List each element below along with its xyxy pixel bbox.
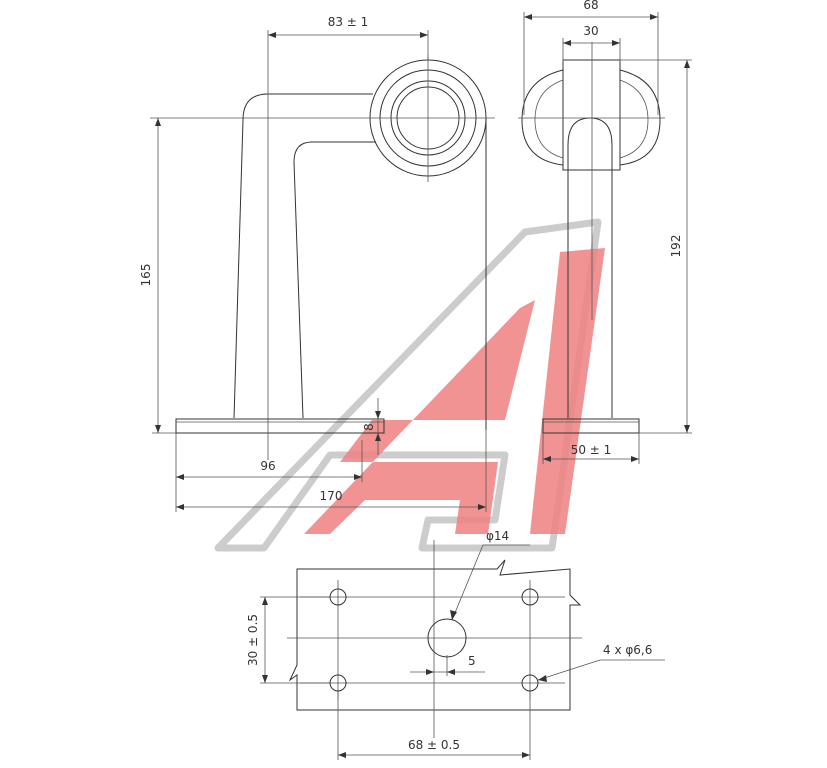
dim-5-label: 5	[468, 654, 476, 668]
base-plate-front	[175, 418, 385, 434]
side-view-dimensions: 68 30 192 50 ± 1	[523, 0, 692, 464]
mounting-hole-top-right	[521, 588, 539, 606]
base-plate-side	[542, 418, 640, 434]
dim-170-label: 170	[320, 489, 343, 503]
lamp-dome-side	[521, 69, 661, 166]
dim-68-label: 68	[583, 0, 598, 12]
dim-4xphi66-label: 4 x φ6,6	[603, 643, 652, 657]
lamp-dome-inner	[534, 79, 649, 159]
dim-phi14-label: φ14	[486, 529, 509, 543]
leader-phi14	[451, 544, 484, 621]
mounting-plate-outline	[288, 559, 582, 711]
stem-side-top	[567, 117, 613, 146]
front-view-dimensions: 83 ± 1 165 8 96 170	[139, 15, 487, 512]
dim-96-label: 96	[260, 459, 275, 473]
bracket-arm-inner	[293, 141, 376, 419]
dim-30-label: 30	[583, 24, 598, 38]
dim-192-label: 192	[669, 235, 683, 258]
lamp-housing-side	[562, 59, 621, 171]
watermark-a-outline	[214, 218, 602, 552]
dim-83-label: 83 ± 1	[328, 15, 369, 29]
mounting-plate-dimensions: φ14 5 4 x φ6,6 30 ± 0.5 68 ± 0.5	[246, 529, 665, 760]
bracket-arm-outer	[233, 93, 373, 419]
letter-a-logo-watermark: A	[214, 218, 605, 552]
dim-30-plate-label: 30 ± 0.5	[246, 614, 260, 666]
dim-165-label: 165	[139, 264, 153, 287]
front-view	[150, 55, 495, 434]
side-view	[518, 42, 665, 434]
leader-4xphi66	[537, 659, 601, 681]
dim-8-label: 8	[362, 423, 376, 431]
mounting-plate-view	[287, 540, 582, 738]
dim-50-label: 50 ± 1	[571, 443, 612, 457]
dim-68-plate-label: 68 ± 0.5	[408, 738, 460, 752]
